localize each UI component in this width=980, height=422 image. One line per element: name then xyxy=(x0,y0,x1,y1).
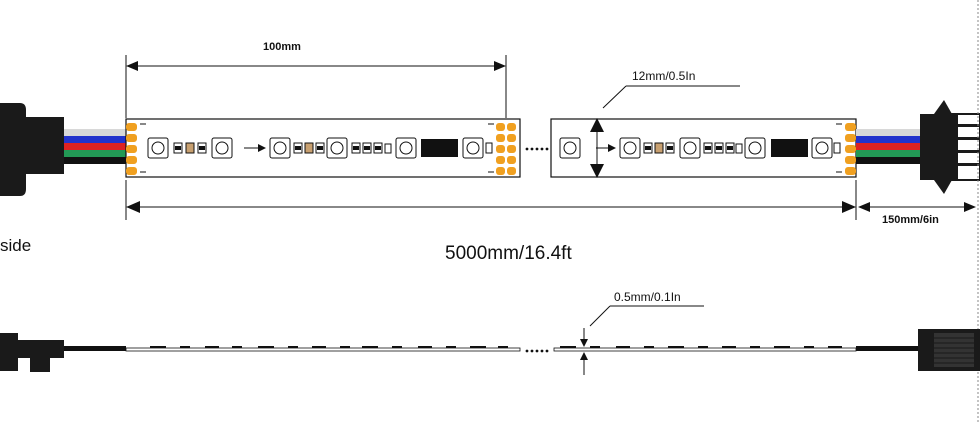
left-connector-side-icon xyxy=(0,333,64,372)
resistor-icon xyxy=(703,142,713,154)
dimension-thickness xyxy=(580,305,704,375)
dimension-lead xyxy=(858,202,976,212)
continuation-dots xyxy=(525,147,549,151)
led-chip-icon xyxy=(326,137,348,159)
resistor-icon xyxy=(735,143,743,154)
resistor-icon xyxy=(315,142,325,154)
left-wire-side xyxy=(64,346,126,351)
resistor-icon xyxy=(643,142,653,154)
dimension-width xyxy=(590,85,740,178)
thickness-label: 0.5mm/0.1In xyxy=(614,290,681,304)
right-wire-side xyxy=(856,346,920,351)
continuation-dots-side xyxy=(525,349,549,353)
resistor-icon xyxy=(833,142,841,154)
resistor-icon xyxy=(725,142,735,154)
left-connector-icon xyxy=(0,103,64,196)
led-chip-icon xyxy=(744,137,766,159)
left-wire-bundle xyxy=(64,129,126,164)
led-chips xyxy=(147,137,833,159)
led-chip-icon xyxy=(811,137,833,159)
resistor-icon xyxy=(197,142,207,154)
led-chip-icon xyxy=(462,137,484,159)
ic-chip-icon xyxy=(421,139,458,157)
led-chip-icon xyxy=(147,137,169,159)
ic-chip-icon xyxy=(771,139,808,157)
segment-length-label: 100mm xyxy=(263,41,301,53)
strip-side-view xyxy=(125,346,857,352)
dimension-100mm xyxy=(125,55,507,118)
arrow-right-icon xyxy=(244,144,266,152)
resistor-icon xyxy=(665,142,675,154)
led-chip-icon xyxy=(679,137,701,159)
solder-pads-right xyxy=(845,123,856,175)
resistor-icon xyxy=(485,142,493,154)
lead-length-label: 150mm/6in xyxy=(882,214,939,226)
resistor-icon xyxy=(351,142,361,154)
resistor-icon xyxy=(384,143,392,154)
led-chip-icon xyxy=(395,137,417,159)
solder-pads-cut xyxy=(496,123,516,175)
resistor-icon xyxy=(373,142,383,154)
resistor-icon xyxy=(362,142,372,154)
led-chip-icon xyxy=(269,137,291,159)
resistors xyxy=(173,142,841,154)
side-label: side xyxy=(0,236,31,255)
resistor-icon xyxy=(304,142,314,154)
led-chip-icon xyxy=(619,137,641,159)
arrow-right-icon xyxy=(596,144,616,152)
led-chip-icon xyxy=(211,137,233,159)
resistor-icon xyxy=(293,142,303,154)
connector-plug-icon xyxy=(920,100,980,194)
width-label: 12mm/0.5In xyxy=(632,69,695,83)
total-length-label: 5000mm/16.4ft xyxy=(445,243,572,264)
led-chip-icon xyxy=(559,137,581,159)
resistor-icon xyxy=(714,142,724,154)
resistor-icon xyxy=(185,142,195,154)
right-connector-side-icon xyxy=(918,329,980,371)
pad-marks xyxy=(140,123,842,173)
resistor-icon xyxy=(654,142,664,154)
resistor-icon xyxy=(173,142,183,154)
right-wire-bundle xyxy=(856,129,920,164)
dimension-total xyxy=(125,180,857,220)
solder-pads-left xyxy=(126,123,137,175)
